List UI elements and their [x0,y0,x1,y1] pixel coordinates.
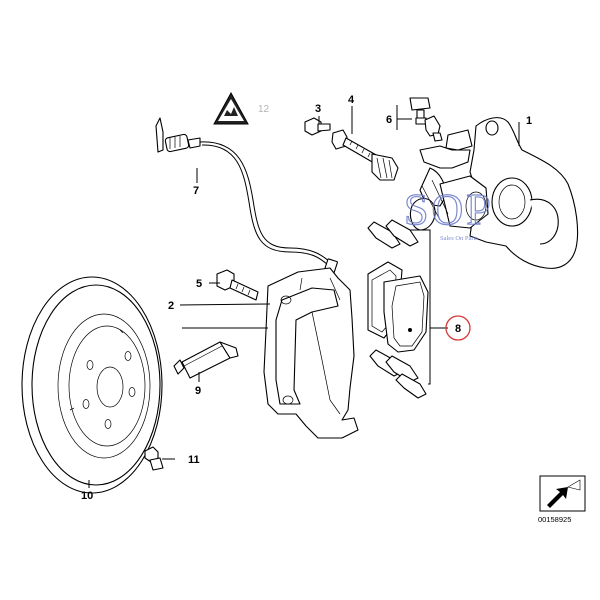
brake-disc [21,276,163,494]
callout-1: 1 [526,115,532,127]
watermark-tagline: Sales On Parts [440,235,478,242]
callout-labels: 1 2 3 4 5 6 7 8 9 10 11 12 [81,94,532,502]
leader-lines [88,105,520,488]
watermark-brand: SOP [404,185,494,234]
bolt-part-5 [216,269,259,301]
brake-caliper-housing [409,117,579,269]
screw-part-11 [144,446,164,471]
callout-2: 2 [168,300,174,312]
callout-6: 6 [386,114,392,126]
caliper-carrier [263,267,359,439]
guide-pin-part-4 [331,129,399,181]
bleed-screw-part-6 [409,97,443,142]
bolt-part-3 [304,117,331,136]
callout-3: 3 [315,103,321,115]
callout-5: 5 [196,278,202,290]
watermark-logo: SOP Sales On Parts [403,184,494,242]
callout-7: 7 [193,185,199,197]
warning-triangle-icon [213,91,249,125]
callout-8-highlight-ring [445,315,471,341]
callout-8: 8 [455,323,461,335]
brake-wear-sensor [155,117,338,274]
callout-11: 11 [188,454,200,466]
callout-12: 12 [258,104,270,115]
grease-tube [173,341,239,379]
direction-arrow-icon [539,475,586,512]
callout-10: 10 [81,490,93,502]
callout-4: 4 [348,94,355,106]
brake-pad-set [367,219,429,399]
reference-number: 00158925 [538,515,571,524]
callout-9: 9 [195,385,201,397]
